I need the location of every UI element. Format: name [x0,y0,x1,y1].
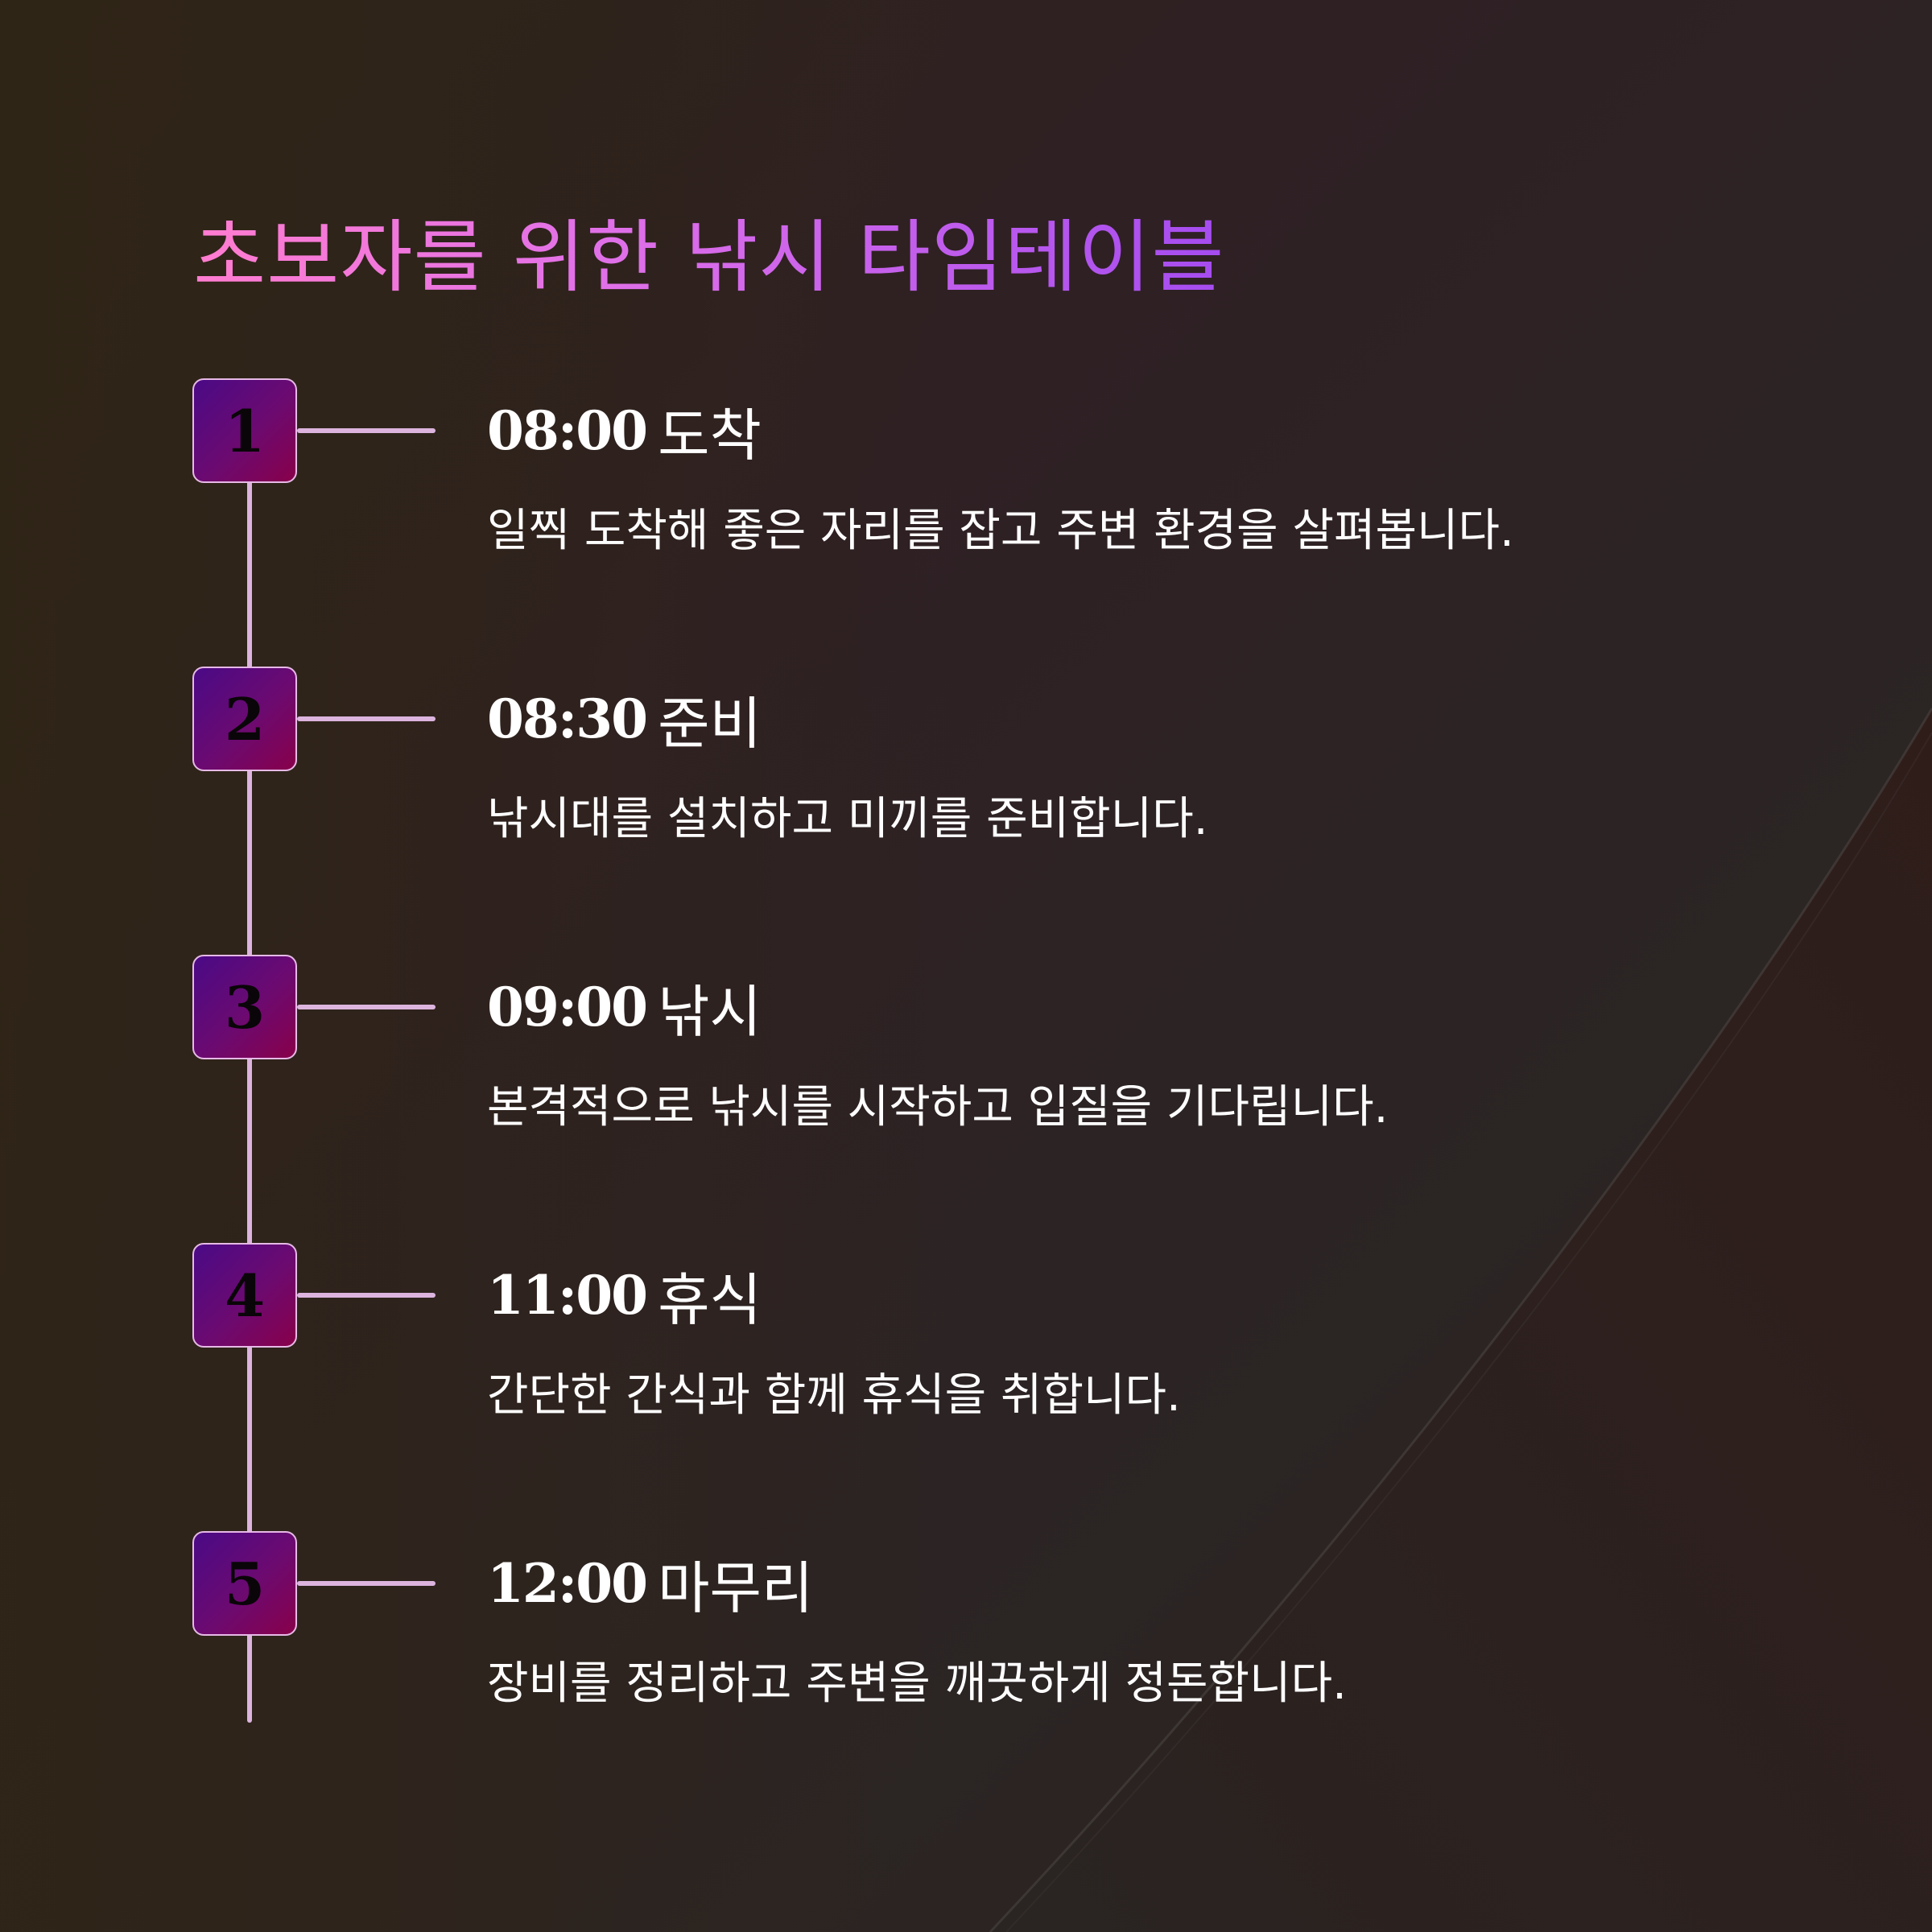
step-heading: 08:00 도착 [487,378,762,483]
step-number-badge: 3 [192,955,297,1059]
step-label: 도착 [658,402,762,469]
step-label: 휴식 [658,1266,762,1333]
step-label: 준비 [658,690,762,757]
step-time: 11:00 [487,1264,648,1327]
step-description: 간단한 간식과 함께 휴식을 취합니다. [487,1369,1181,1422]
step-time: 08:00 [487,399,648,462]
step-description: 장비를 정리하고 주변을 깨끗하게 정돈합니다. [487,1657,1347,1710]
step-description: 일찍 도착해 좋은 자리를 잡고 주변 환경을 살펴봅니다. [487,505,1514,557]
step-description: 낚시대를 설치하고 미끼를 준비합니다. [487,793,1208,845]
step-heading: 08:30 준비 [487,667,762,771]
timeline-step-3: 3 09:00 낚시 본격적으로 낚시를 시작하고 입질을 기다립니다. [0,955,1932,1196]
step-connector [297,1293,436,1298]
timeline-line [247,427,252,1723]
page-title: 초보자를 위한 낚시 타임테이블 [193,201,1225,314]
timeline-step-4: 4 11:00 휴식 간단한 간식과 함께 휴식을 취합니다. [0,1243,1932,1484]
timeline-step-2: 2 08:30 준비 낚시대를 설치하고 미끼를 준비합니다. [0,667,1932,908]
step-number-badge: 2 [192,667,297,771]
step-connector [297,716,436,721]
step-number-badge: 4 [192,1243,297,1348]
timeline-step-5: 5 12:00 마무리 장비를 정리하고 주변을 깨끗하게 정돈합니다. [0,1531,1932,1773]
step-heading: 09:00 낚시 [487,955,762,1059]
step-time: 12:00 [487,1552,648,1615]
step-heading: 11:00 휴식 [487,1243,762,1348]
step-description: 본격적으로 낚시를 시작하고 입질을 기다립니다. [487,1081,1389,1133]
step-connector [297,1581,436,1586]
step-label: 낚시 [658,978,762,1045]
step-label: 마무리 [658,1554,814,1621]
step-number-badge: 5 [192,1531,297,1636]
step-time: 08:30 [487,687,648,750]
step-number-badge: 1 [192,378,297,483]
step-connector [297,428,436,433]
step-connector [297,1005,436,1009]
step-time: 09:00 [487,976,648,1038]
timeline-step-1: 1 08:00 도착 일찍 도착해 좋은 자리를 잡고 주변 환경을 살펴봅니다… [0,378,1932,620]
step-heading: 12:00 마무리 [487,1531,813,1636]
